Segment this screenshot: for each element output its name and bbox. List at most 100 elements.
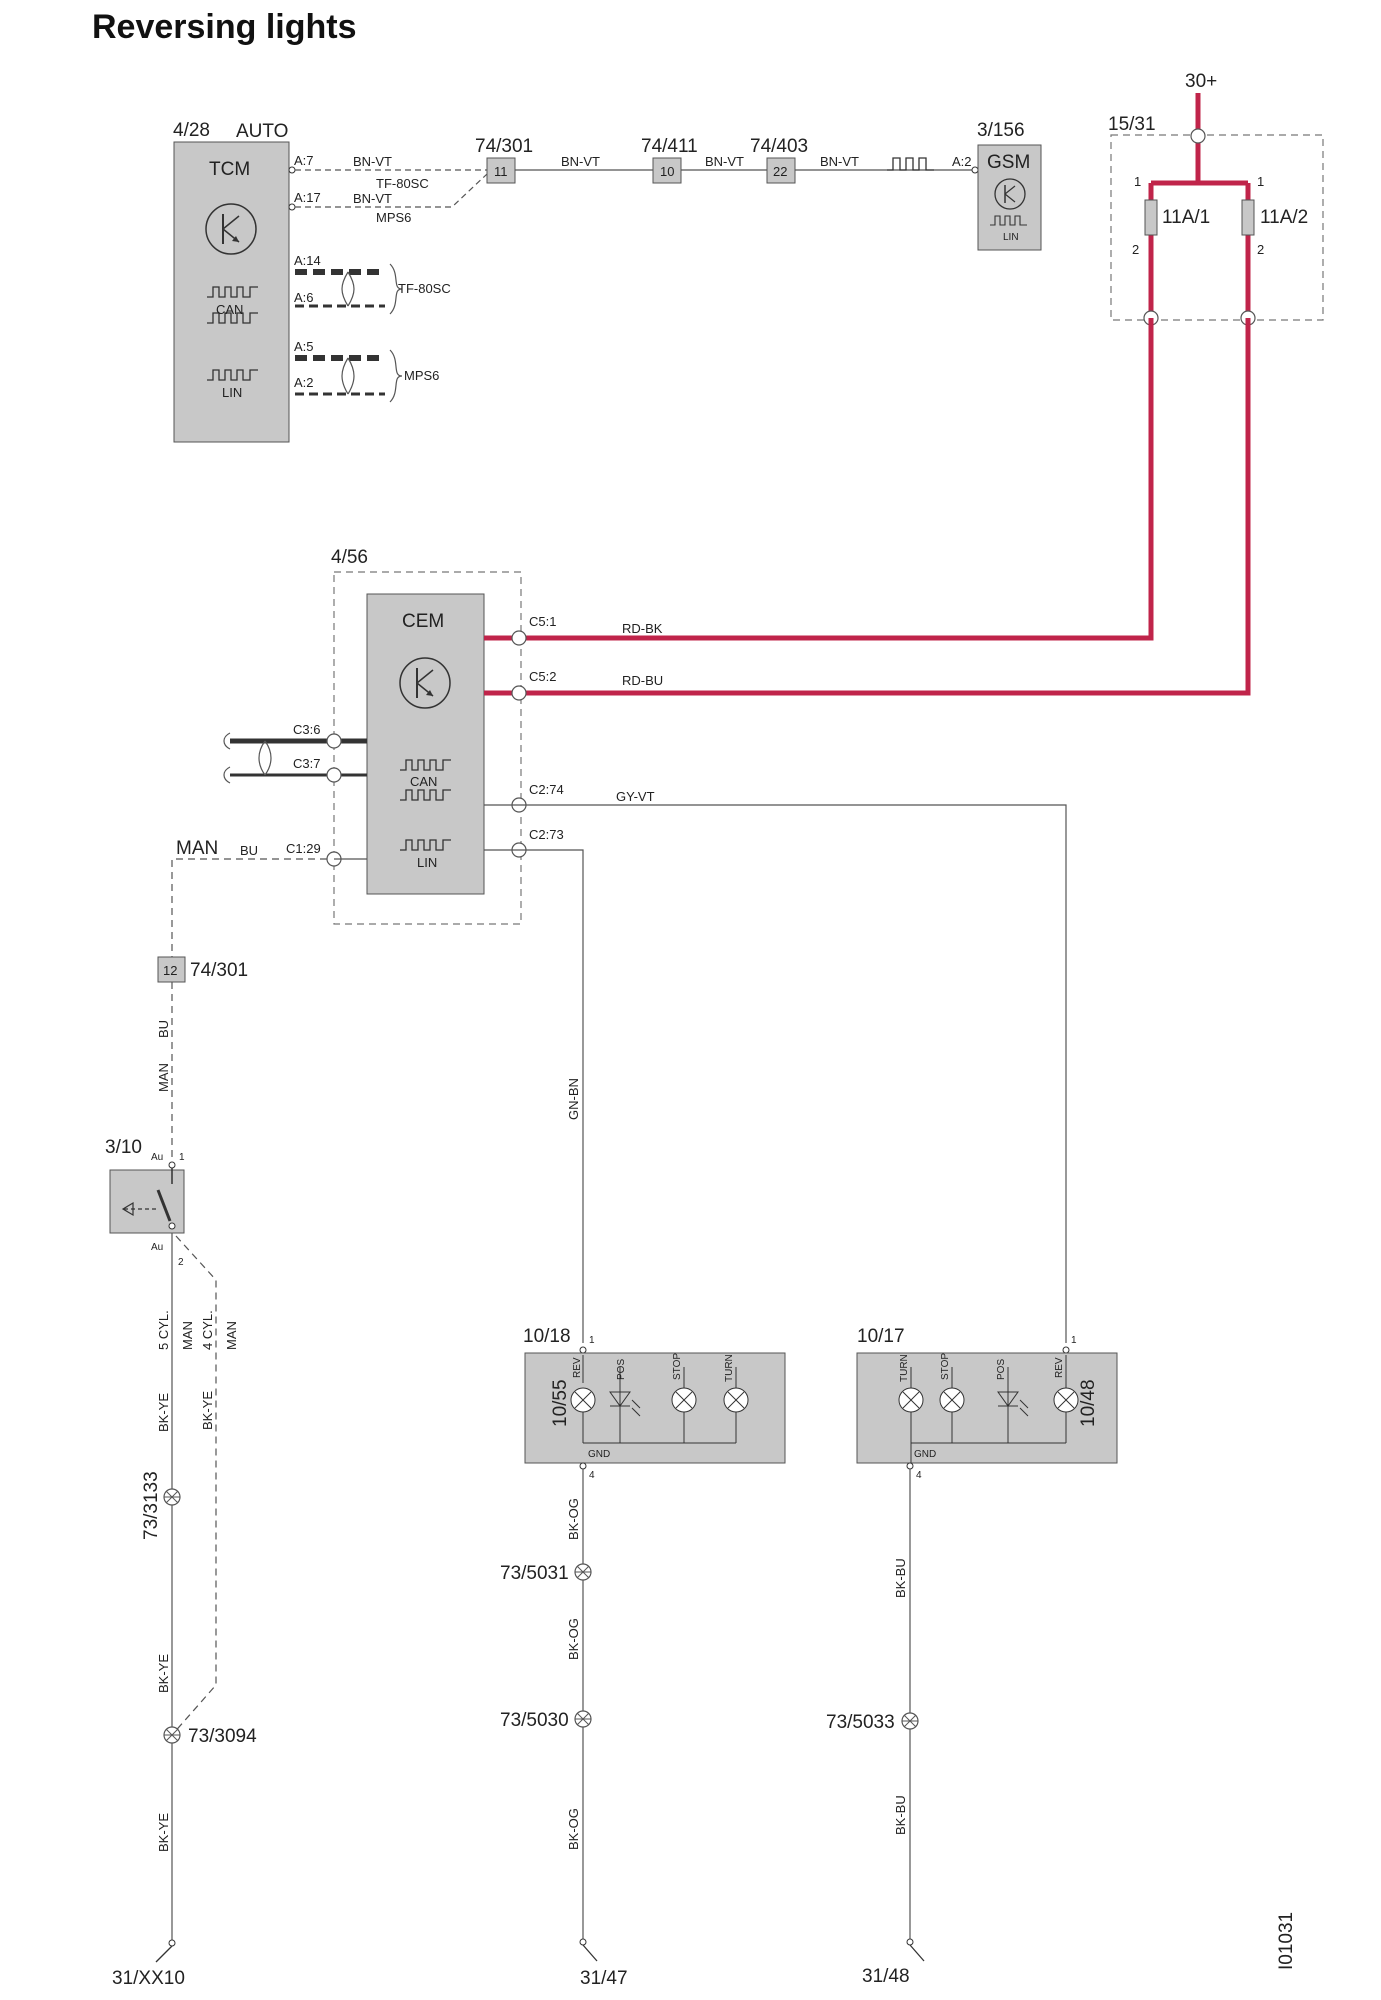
wire-label-gnbn: GN-BN [566, 1078, 581, 1120]
splice-73-3094: 73/3094 [163, 1726, 257, 1747]
svg-text:GSM: GSM [987, 152, 1030, 173]
svg-text:3/10: 3/10 [105, 1137, 142, 1158]
svg-text:1: 1 [1071, 1335, 1077, 1346]
lin-signal-icon [887, 157, 934, 171]
can-signal-icon [207, 286, 258, 324]
svg-text:1: 1 [1134, 174, 1141, 189]
wire-label-bu: BU [156, 1020, 171, 1038]
svg-text:LIN: LIN [1003, 232, 1019, 243]
svg-text:10/18: 10/18 [523, 1326, 571, 1347]
tcm-bus-mps6 [295, 349, 403, 403]
wire-label-bkbu-2: BK-BU [893, 1795, 908, 1835]
connector-74-301-top: 74/301 11 [475, 136, 533, 184]
svg-text:10: 10 [660, 164, 674, 179]
wire-label-bkog-2: BK-OG [566, 1618, 581, 1660]
svg-text:74/411: 74/411 [641, 136, 698, 157]
svg-text:2: 2 [1257, 242, 1264, 257]
svg-text:12: 12 [163, 963, 177, 978]
svg-text:REV: REV [572, 1357, 583, 1378]
svg-text:73/3133: 73/3133 [141, 1471, 162, 1540]
wire-label-bnvt-4: BN-VT [705, 154, 744, 169]
svg-text:Au: Au [151, 1152, 163, 1163]
splice-73-3133: 73/3133 [141, 1471, 181, 1540]
tcm-pin-a14: A:14 [294, 253, 321, 268]
cem-pin-c51: C5:1 [529, 614, 556, 629]
wire-label-bkye-2: BK-YE [200, 1391, 215, 1430]
svg-text:1: 1 [589, 1335, 595, 1346]
ground-31-47: 31/47 [579, 1938, 628, 1989]
rear-lamp-right: 10/17 1 10/48 TURN STOP POS REV GND 4 [856, 1326, 1118, 1481]
tcm-output-wires [295, 169, 488, 208]
svg-text:CAN: CAN [410, 774, 437, 789]
svg-text:STOP: STOP [940, 1353, 951, 1380]
svg-text:73/5031: 73/5031 [500, 1563, 569, 1584]
svg-text:1: 1 [179, 1152, 185, 1163]
svg-text:STOP: STOP [672, 1353, 683, 1380]
svg-text:TURN: TURN [899, 1354, 910, 1382]
transistor-icon [399, 657, 451, 709]
svg-text:2: 2 [178, 1257, 184, 1268]
svg-text:CEM: CEM [402, 611, 444, 632]
wire-label-tf80sc: TF-80SC [376, 176, 429, 191]
svg-text:31/48: 31/48 [862, 1966, 910, 1987]
svg-text:22: 22 [773, 164, 787, 179]
tcm-can-label: CAN [216, 302, 243, 317]
cem-can-bus [223, 732, 367, 784]
transistor-icon [205, 203, 257, 255]
wire-label-man: MAN [156, 1063, 171, 1092]
cem-module: 4/56 CEM CAN LIN [331, 547, 522, 925]
tcm-variant: AUTO [236, 121, 288, 142]
splice-73-5030: 73/5030 [500, 1710, 592, 1731]
supply-30plus: 30+ [1185, 71, 1217, 92]
fuse-11a2: 11A/2 [1260, 207, 1308, 228]
power-wires [484, 318, 1251, 696]
tcm-pins: A:7 A:17 A:14 A:6 A:5 A:2 [288, 153, 321, 390]
svg-text:Au: Au [151, 1242, 163, 1253]
label-man-2: MAN [224, 1321, 239, 1350]
wire-label-gyvt: GY-VT [616, 789, 655, 804]
svg-text:73/3094: 73/3094 [188, 1726, 257, 1747]
wire-label-bkye-4: BK-YE [156, 1813, 171, 1852]
ground-31-48: 31/48 [862, 1938, 925, 1987]
svg-text:TURN: TURN [724, 1354, 735, 1382]
svg-text:GND: GND [588, 1449, 610, 1460]
svg-text:73/5033: 73/5033 [826, 1712, 895, 1733]
label-4cyl: 4 CYL. [200, 1310, 215, 1350]
svg-text:POS: POS [616, 1359, 627, 1380]
wire-label-bnvt-1: BN-VT [353, 154, 392, 169]
tcm-pin-a5: A:5 [294, 339, 314, 354]
diagram-id: I01031 [1276, 1912, 1297, 1970]
wire-label-bkog-3: BK-OG [566, 1808, 581, 1850]
cem-pin-c274: C2:74 [529, 782, 564, 797]
wire-label-bnvt-5: BN-VT [820, 154, 859, 169]
svg-text:31/XX10: 31/XX10 [112, 1968, 185, 1989]
bus-label-tf80sc: TF-80SC [398, 281, 451, 296]
wire-label-bkbu-1: BK-BU [893, 1558, 908, 1598]
ground-31-xx10: 31/XX10 [112, 1939, 185, 1989]
bus-label-mps6: MPS6 [404, 368, 439, 383]
wire-label-bkog-1: BK-OG [566, 1498, 581, 1540]
svg-text:POS: POS [996, 1359, 1007, 1380]
splice-73-5033: 73/5033 [826, 1712, 919, 1733]
wire-label-bnvt-3: BN-VT [561, 154, 600, 169]
tcm-ref: 4/28 [173, 120, 210, 141]
tcm-pin-a7: A:7 [294, 153, 314, 168]
svg-text:73/5030: 73/5030 [500, 1710, 569, 1731]
svg-text:15/31: 15/31 [1108, 114, 1156, 135]
page-title: Reversing lights [92, 8, 357, 46]
svg-text:4: 4 [589, 1470, 595, 1481]
label-5cyl: 5 CYL. [156, 1310, 171, 1350]
can-signal-icon [400, 759, 451, 801]
reverse-switch: 3/10 Au 1 Au 2 [105, 1137, 185, 1268]
svg-text:GND: GND [914, 1449, 936, 1460]
cem-pin-c52: C5:2 [529, 669, 556, 684]
tcm-name: TCM [209, 159, 250, 180]
fuse-box: 30+ 15/31 11A/1 11A/2 1 2 1 2 [1108, 71, 1324, 326]
svg-text:10/17: 10/17 [857, 1326, 905, 1347]
cem-pin-c36: C3:6 [293, 722, 320, 737]
wire-label-mps6: MPS6 [376, 210, 411, 225]
svg-text:3/156: 3/156 [977, 120, 1025, 141]
svg-text:LIN: LIN [417, 855, 437, 870]
cem-pin-c273: C2:73 [529, 827, 564, 842]
